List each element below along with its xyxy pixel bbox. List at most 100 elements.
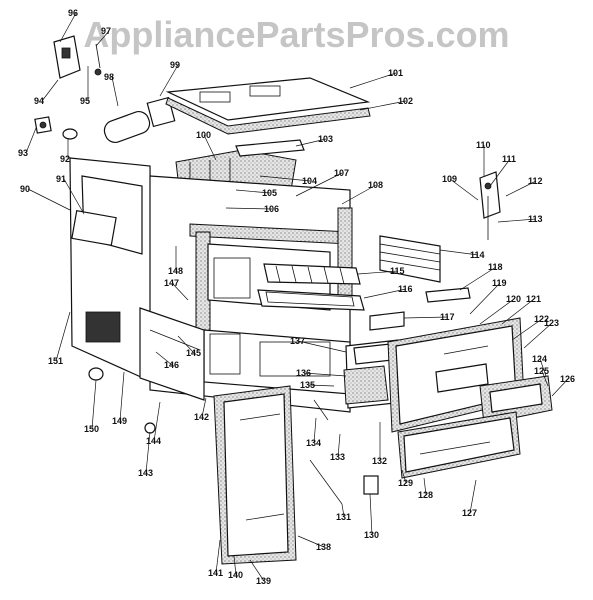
part-number-label-141: 141 [208,568,223,578]
leader-line-108 [341,184,377,205]
part-storage-door-138 [213,385,297,565]
leader-line-111 [489,158,511,187]
part-number-label-122: 122 [534,314,549,324]
part-number-label-138: 138 [316,542,331,552]
part-number-label-147: 147 [164,278,179,288]
leader-line-136 [303,372,347,377]
part-number-label-135: 135 [300,380,315,390]
leader-line-112 [505,180,537,197]
leader-line-104 [259,175,311,182]
part-number-label-100: 100 [196,130,211,140]
part-number-label-130: 130 [364,530,379,540]
part-number-label-137: 137 [290,336,305,346]
leader-line-118 [459,266,497,291]
leader-line-129 [401,469,407,484]
part-broiler-pan-116 [257,289,365,311]
part-kick-panel-127 [397,411,521,479]
leader-line-139 [249,559,265,582]
leader-line-93 [25,127,37,154]
part-number-label-93: 93 [18,148,28,158]
leader-line-135 [307,384,335,387]
leader-line-149 [119,371,125,422]
part-number-label-97: 97 [101,26,111,36]
leader-line-140 [233,555,237,576]
leader-line-141 [215,539,221,574]
part-number-label-103: 103 [318,134,333,144]
part-bracket-130 [363,475,379,495]
part-number-label-106: 106 [264,204,279,214]
part-number-label-149: 149 [112,416,127,426]
part-spring-134 [313,399,329,421]
part-number-label-150: 150 [84,424,99,434]
part-number-label-111: 111 [502,154,516,164]
leader-line-131 [341,503,345,518]
part-thermostat-110 [479,171,501,240]
part-number-label-90: 90 [20,184,30,194]
part-number-label-143: 143 [138,468,153,478]
part-number-label-104: 104 [302,176,317,186]
leader-line-113 [497,218,537,223]
leader-line-126 [551,378,569,397]
part-number-label-116: 116 [398,284,413,294]
part-broiler-door-126 [479,375,553,425]
part-number-label-105: 105 [262,188,277,198]
part-number-label-98: 98 [104,72,114,82]
part-number-label-131: 131 [336,512,351,522]
part-number-label-139: 139 [256,576,271,586]
part-channel-103 [235,139,305,157]
leader-line-109 [449,178,479,201]
leader-line-146 [155,351,173,366]
part-plate-118 [425,287,471,303]
part-number-label-125: 125 [534,366,549,376]
part-foot-150 [88,367,104,381]
leader-line-103 [295,138,327,147]
leader-line-119 [469,282,501,315]
part-clip-117 [369,311,405,331]
leader-line-123 [523,322,553,349]
part-number-label-107: 107 [334,168,349,178]
leader-line-114 [439,249,479,256]
part-front-panel-149 [139,307,205,401]
leader-line-145 [177,335,195,354]
leader-line-130 [369,493,373,536]
leader-line-137 [297,340,347,353]
part-number-label-95: 95 [80,96,90,106]
part-grille-114 [379,235,441,283]
leader-line-102 [359,100,407,111]
leader-line-117 [403,316,449,319]
part-number-label-94: 94 [34,96,44,106]
part-number-label-140: 140 [228,570,243,580]
part-bracket-91 [71,210,117,246]
part-top-cover-101 [165,77,371,135]
part-number-label-123: 123 [544,318,559,328]
part-number-label-101: 101 [388,68,403,78]
part-number-label-99: 99 [170,60,180,70]
leader-line-147 [171,282,189,301]
leader-line-134 [313,417,317,444]
part-number-label-92: 92 [60,154,70,164]
leader-line-105 [235,189,271,194]
leader-line-99 [159,64,179,97]
part-number-label-102: 102 [398,96,413,106]
part-leveler-143 [144,422,156,434]
part-number-label-91: 91 [56,174,66,184]
part-number-label-146: 146 [164,360,179,370]
part-number-label-121: 121 [526,294,541,304]
leader-line-142 [201,397,207,418]
part-number-label-108: 108 [368,180,383,190]
part-number-label-117: 117 [440,312,455,322]
part-number-label-142: 142 [194,412,209,422]
part-igniter-98 [103,96,176,143]
part-cap-92 [62,128,78,140]
leader-line-133 [337,433,341,458]
leader-line-122 [511,318,543,341]
leader-line-94 [41,79,59,102]
part-number-label-114: 114 [470,250,485,260]
leader-line-125 [541,370,549,387]
part-number-label-118: 118 [488,262,503,272]
leader-line-138 [297,535,325,548]
part-oven-rack-115 [263,263,361,285]
leader-line-100 [203,134,217,161]
part-number-label-124: 124 [532,354,547,364]
leader-line-121 [501,298,535,325]
